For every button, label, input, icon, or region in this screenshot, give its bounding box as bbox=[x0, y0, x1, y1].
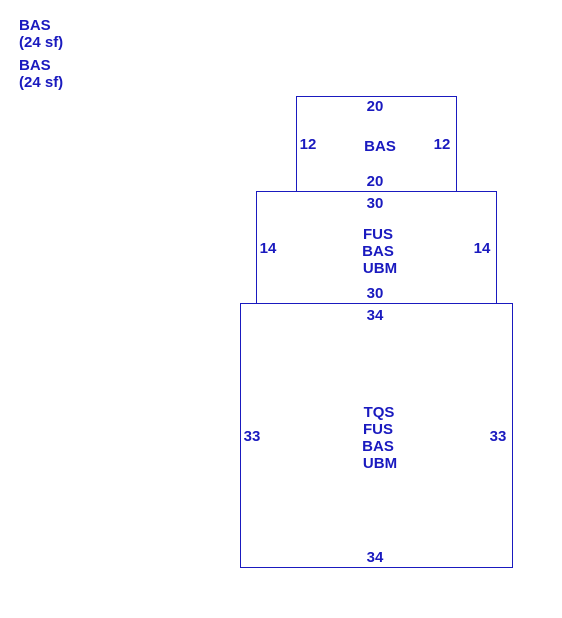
section-middle: 30 30 14 14 FUS BAS UBM bbox=[256, 191, 497, 304]
legend-code: BAS bbox=[19, 17, 51, 34]
legend-code: BAS bbox=[19, 57, 51, 74]
section-lower-top-dimension: 34 bbox=[367, 307, 384, 324]
section-lower-right-dimension: 33 bbox=[490, 428, 507, 445]
section-middle-right-dimension: 14 bbox=[474, 240, 491, 257]
section-upper: 20 20 12 12 BAS bbox=[296, 96, 457, 192]
section-lower-label: TQS bbox=[364, 404, 395, 421]
section-middle-label: BAS bbox=[362, 243, 394, 260]
section-upper-left-dimension: 12 bbox=[300, 136, 317, 153]
legend-area: (24 sf) bbox=[19, 74, 64, 91]
legend-entry: BAS (24 sf) bbox=[19, 17, 63, 51]
section-lower: 34 34 33 33 TQS FUS BAS UBM bbox=[240, 303, 513, 568]
section-lower-label: BAS bbox=[362, 438, 394, 455]
section-lower-outline bbox=[240, 303, 513, 568]
section-middle-top-dimension: 30 bbox=[367, 195, 384, 212]
section-middle-label: FUS bbox=[363, 226, 393, 243]
section-lower-left-dimension: 33 bbox=[244, 428, 261, 445]
section-upper-label: BAS bbox=[364, 138, 396, 155]
legend-entry: BAS (24 sf) bbox=[19, 57, 63, 91]
legend-area: (24 sf) bbox=[19, 34, 64, 51]
section-lower-label: UBM bbox=[363, 455, 397, 472]
section-middle-bottom-dimension: 30 bbox=[367, 285, 384, 302]
section-middle-left-dimension: 14 bbox=[260, 240, 277, 257]
section-middle-label: UBM bbox=[363, 260, 397, 277]
section-upper-top-dimension: 20 bbox=[367, 98, 384, 115]
section-lower-label: FUS bbox=[363, 421, 393, 438]
section-upper-bottom-dimension: 20 bbox=[367, 173, 384, 190]
section-lower-bottom-dimension: 34 bbox=[367, 549, 384, 566]
section-upper-right-dimension: 12 bbox=[434, 136, 451, 153]
